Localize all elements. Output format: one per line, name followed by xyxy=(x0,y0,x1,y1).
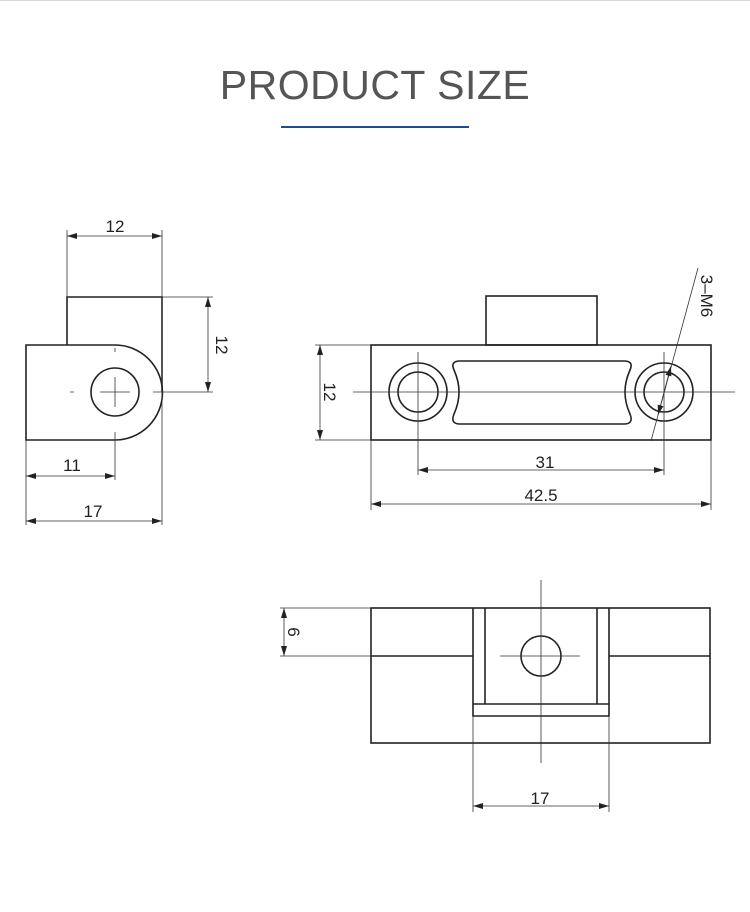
mount-hole xyxy=(90,367,140,417)
dim-depth: 6 xyxy=(284,627,303,636)
dim-top-width: 12 xyxy=(106,217,125,236)
dim-total-length: 42.5 xyxy=(524,486,557,505)
page-title: PRODUCT SIZE xyxy=(219,62,531,108)
bottom-view: 6 17 xyxy=(280,580,711,812)
top-divider xyxy=(0,0,750,1)
dim-height: 12 xyxy=(212,336,231,355)
title-underline xyxy=(281,126,469,128)
dim-hole-spacing: 31 xyxy=(536,453,555,472)
side-view: 12 12 11 17 xyxy=(25,217,231,525)
dim-channel-width: 17 xyxy=(531,789,550,808)
dim-hole-offset: 11 xyxy=(63,456,81,475)
dim-front-height: 12 xyxy=(320,383,339,402)
dim-total-width: 17 xyxy=(84,502,103,521)
hole-callout: 3–M6 xyxy=(697,275,716,318)
front-view: 12 31 42.5 3–M6 xyxy=(315,267,735,510)
slot xyxy=(452,360,632,425)
